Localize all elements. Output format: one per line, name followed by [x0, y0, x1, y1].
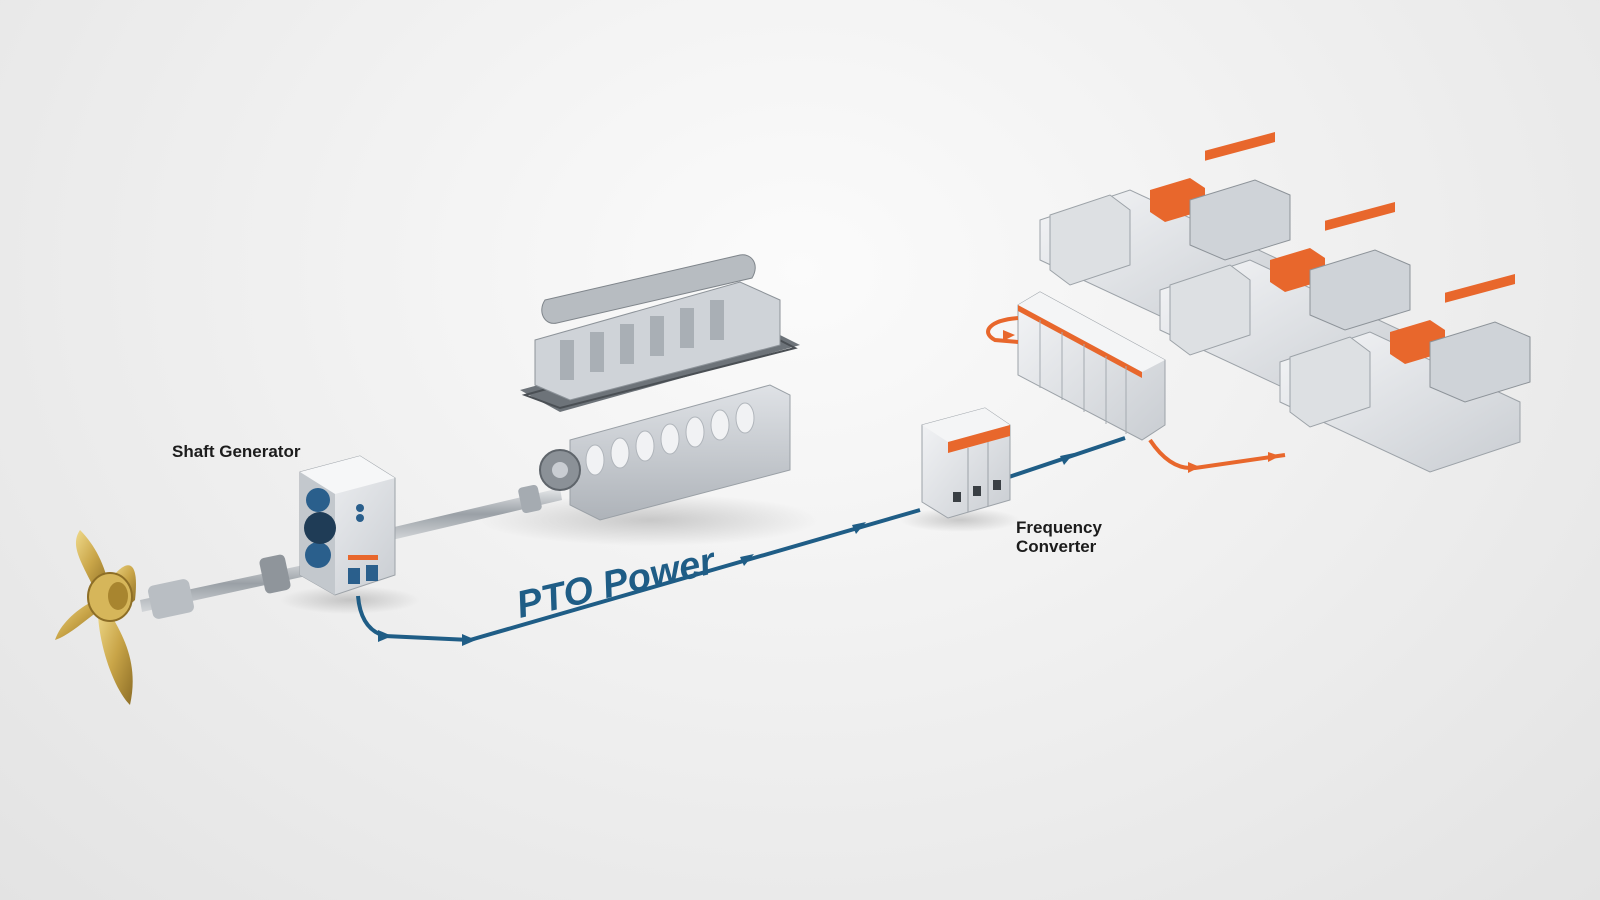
- arrow-icon: [378, 630, 392, 642]
- frequency-converter-icon: [921, 407, 1011, 519]
- arrow-icon: [740, 554, 754, 566]
- pto-power-line: [356, 436, 1126, 646]
- main-engine-icon: [520, 254, 800, 521]
- arrow-icon: [852, 522, 866, 534]
- propeller-shaft: [140, 484, 562, 619]
- frequency-converter-label: Frequency Converter: [1016, 518, 1102, 556]
- arrow-icon: [462, 634, 476, 646]
- switchboard-icon: [1017, 291, 1166, 441]
- genset-icon: [1279, 274, 1531, 473]
- frequency-converter-label-line2: Converter: [1016, 537, 1097, 556]
- shaft-generator-icon: [299, 455, 396, 596]
- arrow-icon: [1060, 453, 1074, 465]
- propeller-icon: [55, 530, 136, 705]
- genset-power-line: [986, 316, 1286, 473]
- shaft-generator-label: Shaft Generator: [172, 442, 301, 461]
- pto-power-label: PTO Power: [513, 540, 721, 627]
- frequency-converter-label-line1: Frequency: [1016, 518, 1102, 537]
